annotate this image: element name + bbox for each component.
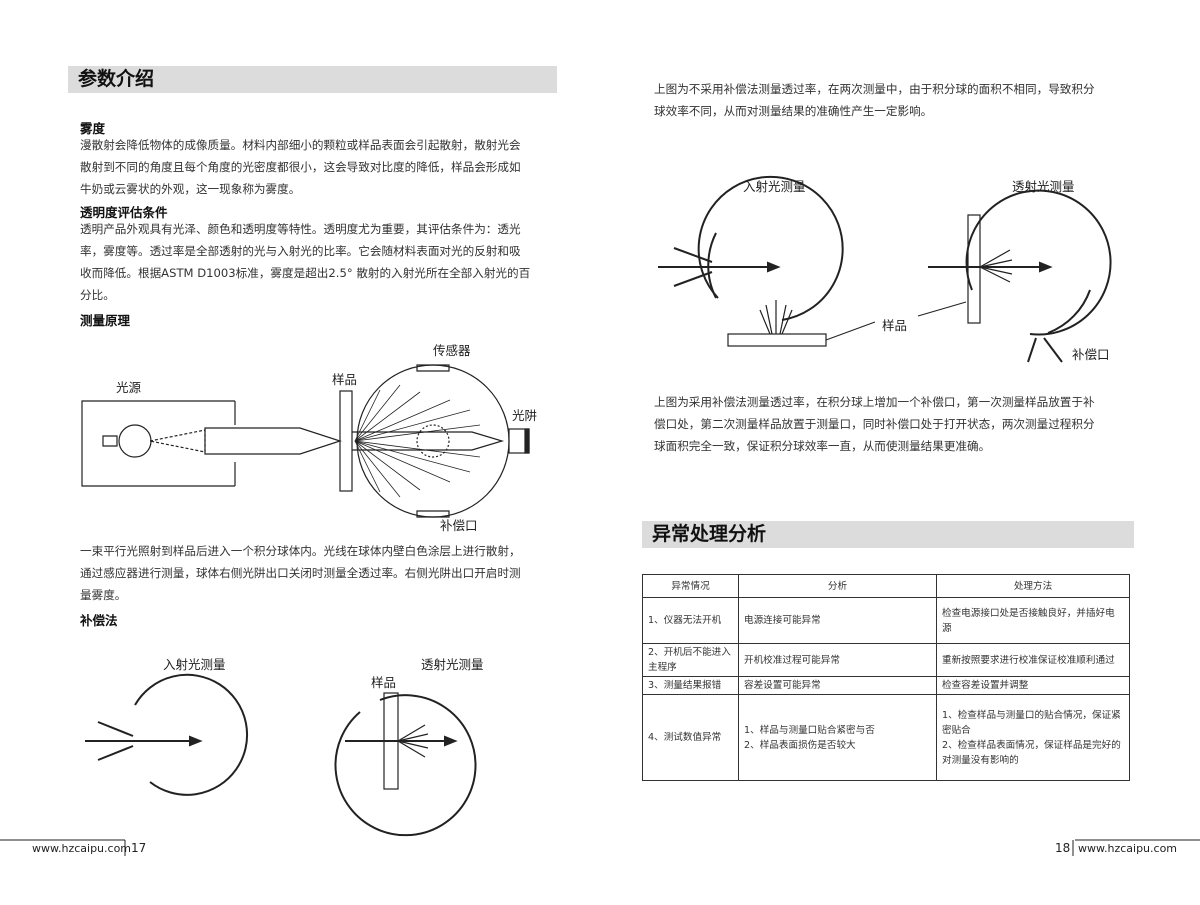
heading-compensation: 补偿法	[80, 613, 118, 628]
paragraph-with-compensation: 上图为采用补偿法测量透过率，在积分球上增加一个补偿口，第一次测量样品放置于补偿口…	[654, 391, 1095, 457]
text-line: 牛奶或云雾状的外观，这一现象称为雾度。	[80, 182, 301, 196]
compensation-diagram-left	[85, 673, 477, 837]
text-line: 球效率不同，从而对测量结果的准确性产生一定影响。	[654, 104, 933, 118]
col-header: 处理方法	[936, 574, 1130, 598]
label-light-source: 光源	[116, 380, 142, 395]
label-sample: 样品	[332, 372, 358, 387]
principle-diagram	[81, 364, 530, 518]
text-line: 率，雾度等。透过率是全部透射的光与入射光的比率。它会随材料表面对光的反射和吸	[80, 244, 521, 258]
table-cell: 检查电源接口处是否接触良好，并插好电源	[936, 597, 1130, 644]
col-header: 异常情况	[642, 574, 739, 598]
table-cell: 电源连接可能异常	[738, 597, 937, 644]
text-line: 偿口处，第二次测量样品放置于测量口，同时补偿口处于打开状态，两次测量过程积分	[654, 417, 1095, 431]
text-line: 分比。	[80, 288, 115, 302]
heading-principle: 测量原理	[80, 313, 131, 328]
label-light-trap: 光阱	[512, 408, 538, 423]
compensation-diagram-right	[658, 175, 1112, 363]
table-cell: 2、开机后不能进入主程序	[642, 643, 739, 677]
footer-url-left: www.hzcaipu.com	[32, 842, 132, 855]
table-cell: 3、测量结果报错	[642, 676, 739, 695]
table-cell: 1、检查样品与测量口的贴合情况，保证紧密贴合 2、检查样品表面情况，保证样品是完…	[936, 694, 1130, 781]
label-transmitted-right: 透射光测量	[1012, 179, 1075, 194]
label-sample-2: 样品	[371, 675, 397, 690]
table-cell: 重新按照要求进行校准保证校准顺利通过	[936, 643, 1130, 677]
table-cell: 开机校准过程可能异常	[738, 643, 937, 677]
text-line: 上图为采用补偿法测量透过率，在积分球上增加一个补偿口，第一次测量样品放置于补	[654, 395, 1095, 409]
table-cell: 1、样品与测量口贴合紧密与否 2、样品表面损伤是否较大	[738, 694, 937, 781]
page-number-right: 18	[1055, 841, 1071, 855]
heading-transparency: 透明度评估条件	[80, 205, 168, 220]
table-row: 3、测量结果报错容差设置可能异常检查容差设置并调整	[642, 676, 1130, 695]
label-incident-right: 入射光测量	[743, 179, 806, 194]
text-line: 量雾度。	[80, 588, 127, 602]
page-number-left: 17	[131, 841, 147, 855]
label-compensation-right: 补偿口	[1072, 347, 1110, 362]
table-cell: 容差设置可能异常	[738, 676, 937, 695]
label-sensor: 传感器	[433, 343, 471, 358]
section-title-troubleshooting: 异常处理分析	[642, 521, 1134, 548]
label-incident: 入射光测量	[163, 657, 226, 672]
text-line: 漫散射会降低物体的成像质量。材料内部细小的颗粒或样品表面会引起散射，散射光会	[80, 138, 521, 152]
table-row: 1、仪器无法开机电源连接可能异常检查电源接口处是否接触良好，并插好电源	[642, 597, 1130, 644]
text-line: 透明产品外观具有光泽、颜色和透明度等特性。透明度尤为重要，其评估条件为：透光	[80, 222, 521, 236]
col-header: 分析	[738, 574, 937, 598]
text-line: 收而降低。根据ASTM D1003标准，雾度是超出2.5° 散射的入射光所在全部…	[80, 266, 531, 280]
table-cell: 1、仪器无法开机	[642, 597, 739, 644]
heading-haze: 雾度	[80, 121, 106, 136]
text-line: 球面积完全一致，保证积分球效率一直，从而使测量结果更准确。	[654, 439, 991, 453]
troubleshooting-table: 异常情况 分析 处理方法 1、仪器无法开机电源连接可能异常检查电源接口处是否接触…	[642, 574, 1130, 781]
label-sample-right: 样品	[882, 318, 908, 333]
text-line: 上图为不采用补偿法测量透过率，在两次测量中，由于积分球的面积不相同，导致积分	[654, 82, 1095, 96]
text-line: 通过感应器进行测量，球体右侧光阱出口关闭时测量全透过率。右侧光阱出口开启时测	[80, 566, 521, 580]
paragraph-principle: 一束平行光照射到样品后进入一个积分球体内。光线在球体内壁白色涂层上进行散射， 通过…	[80, 540, 521, 606]
paragraph-no-compensation: 上图为不采用补偿法测量透过率，在两次测量中，由于积分球的面积不相同，导致积分球效…	[654, 78, 1095, 122]
paragraph-transparency: 透明产品外观具有光泽、颜色和透明度等特性。透明度尤为重要，其评估条件为：透光率，…	[80, 218, 530, 306]
table-cell: 4、测试数值异常	[642, 694, 739, 781]
table-cell: 检查容差设置并调整	[936, 676, 1130, 695]
label-transmitted: 透射光测量	[421, 657, 484, 672]
section-title-parameters: 参数介绍	[68, 66, 557, 93]
label-compensation-port: 补偿口	[440, 518, 478, 533]
text-line: 散射到不同的角度且每个角度的光密度都很小，这会导致对比度的降低，样品会形成如	[80, 160, 521, 174]
paragraph-haze: 漫散射会降低物体的成像质量。材料内部细小的颗粒或样品表面会引起散射，散射光会散射…	[80, 134, 521, 200]
footer-url-right: www.hzcaipu.com	[1078, 842, 1178, 855]
text-line: 一束平行光照射到样品后进入一个积分球体内。光线在球体内壁白色涂层上进行散射，	[80, 544, 521, 558]
table-row: 2、开机后不能进入主程序开机校准过程可能异常重新按照要求进行校准保证校准顺利通过	[642, 643, 1130, 677]
